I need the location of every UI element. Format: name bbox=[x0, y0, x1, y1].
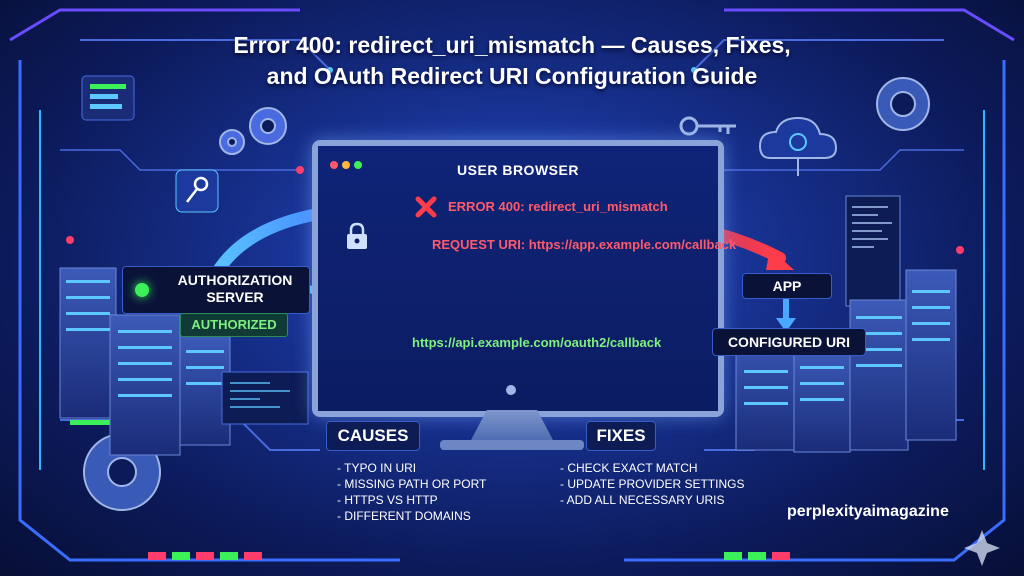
error-x-icon bbox=[415, 196, 437, 218]
page-title: Error 400: redirect_uri_mismatch — Cause… bbox=[150, 30, 874, 92]
window-controls bbox=[330, 156, 366, 174]
error-message: ERROR 400: redirect_uri_mismatch bbox=[448, 199, 668, 214]
monitor-base bbox=[440, 440, 584, 450]
causes-heading: CAUSES bbox=[326, 421, 420, 451]
fix-item: - CHECK EXACT MATCH bbox=[560, 461, 698, 475]
gear-icon bbox=[876, 77, 930, 131]
title-line-1: Error 400: redirect_uri_mismatch — Cause… bbox=[233, 32, 791, 58]
request-uri: REQUEST URI: https://app.example.com/cal… bbox=[432, 237, 737, 252]
configured-uri-label: CONFIGURED URI bbox=[712, 328, 866, 356]
cause-item: - MISSING PATH OR PORT bbox=[337, 477, 487, 491]
monitor-power-led bbox=[506, 385, 516, 395]
sparkle-icon bbox=[964, 530, 1000, 566]
authorized-badge: AUTHORIZED bbox=[180, 313, 288, 337]
monitor-stand bbox=[470, 410, 554, 442]
browser-title: USER BROWSER bbox=[457, 162, 579, 178]
configured-url: https://api.example.com/oauth2/callback bbox=[412, 335, 662, 350]
auth-server-line-2: SERVER bbox=[206, 289, 264, 305]
server-rack-icon bbox=[59, 267, 309, 456]
title-line-2: and OAuth Redirect URI Configuration Gui… bbox=[266, 63, 758, 89]
browser-screen: USER BROWSER bbox=[318, 146, 718, 411]
fixes-list: - CHECK EXACT MATCH - UPDATE PROVIDER SE… bbox=[560, 460, 744, 508]
fix-item: - ADD ALL NECESSARY URIS bbox=[560, 493, 725, 507]
cause-item: - TYPO IN URI bbox=[337, 461, 417, 475]
lock-icon bbox=[347, 222, 367, 249]
gear-icon bbox=[219, 107, 287, 155]
auth-server-line-1: AUTHORIZATION bbox=[177, 272, 293, 288]
fix-item: - UPDATE PROVIDER SETTINGS bbox=[560, 477, 745, 491]
auth-server-text: AUTHORIZATION SERVER bbox=[165, 272, 305, 306]
status-panel bbox=[81, 75, 135, 121]
authorization-server-label: AUTHORIZATION SERVER bbox=[122, 266, 310, 314]
app-label: APP bbox=[742, 273, 832, 299]
browser-monitor: USER BROWSER bbox=[312, 140, 724, 417]
key-icon bbox=[175, 169, 219, 213]
maximize-dot bbox=[354, 161, 362, 169]
fixes-heading: FIXES bbox=[586, 421, 656, 451]
causes-list: - TYPO IN URI - MISSING PATH OR PORT - H… bbox=[337, 460, 486, 524]
status-led bbox=[135, 283, 149, 297]
key-icon bbox=[679, 116, 736, 136]
cause-item: - HTTPS VS HTTP bbox=[337, 493, 438, 507]
minimize-dot bbox=[342, 161, 350, 169]
cloud-sync-icon bbox=[758, 116, 838, 176]
server-rack-icon bbox=[735, 195, 957, 453]
brand-watermark: perplexityaimagazine bbox=[787, 503, 949, 520]
close-dot bbox=[330, 161, 338, 169]
cause-item: - DIFFERENT DOMAINS bbox=[337, 509, 471, 523]
